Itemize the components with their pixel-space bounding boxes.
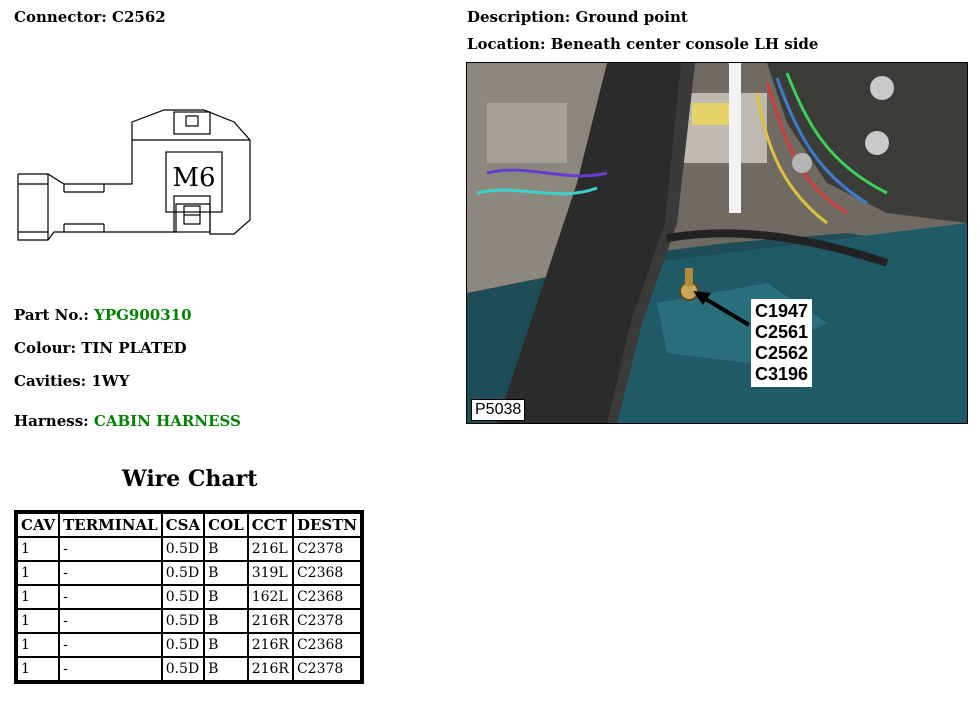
table-cell: B <box>205 586 247 608</box>
table-cell: 0.5D <box>162 610 204 632</box>
table-cell: B <box>205 538 247 560</box>
table-cell: - <box>60 562 161 584</box>
table-cell: - <box>60 586 161 608</box>
table-cell: 0.5D <box>162 634 204 656</box>
location-label: Location: <box>467 35 546 53</box>
photo-illustration <box>467 63 967 423</box>
table-cell: 1 <box>18 586 59 608</box>
table-cell: 216R <box>248 610 292 632</box>
harness-label: Harness: <box>14 412 89 430</box>
table-cell: 216R <box>248 634 292 656</box>
colour-row: Colour: TIN PLATED <box>14 339 187 357</box>
callout-label: C2562 <box>755 343 809 363</box>
table-cell: - <box>60 610 161 632</box>
table-cell: 1 <box>18 538 59 560</box>
part-number-row: Part No.: YPG900310 <box>14 306 192 324</box>
connector-value: C2562 <box>112 8 166 26</box>
table-cell: C2378 <box>293 610 361 632</box>
column-header: CSA <box>162 514 204 536</box>
harness-row: Harness: CABIN HARNESS <box>14 412 241 430</box>
location-row: Location: Beneath center console LH side <box>467 35 818 53</box>
connector-heading: Connector: C2562 <box>14 8 166 26</box>
location-photo: C1947 C2561 C2562 C3196 P5038 <box>466 62 968 424</box>
callout-box: C1947 C2561 C2562 C3196 <box>751 299 813 387</box>
description-row: Description: Ground point <box>467 8 688 26</box>
column-header: COL <box>205 514 247 536</box>
colour-value: TIN PLATED <box>81 339 187 357</box>
table-cell: C2378 <box>293 538 361 560</box>
harness-link[interactable]: CABIN HARNESS <box>93 412 241 430</box>
callout-label: C1947 <box>755 301 809 321</box>
table-cell: 0.5D <box>162 538 204 560</box>
column-header: CCT <box>248 514 292 536</box>
column-header: CAV <box>18 514 59 536</box>
table-cell: 0.5D <box>162 562 204 584</box>
table-cell: B <box>205 634 247 656</box>
description-value: Ground point <box>575 8 688 26</box>
column-header: TERMINAL <box>60 514 161 536</box>
table-cell: B <box>205 562 247 584</box>
location-value: Beneath center console LH side <box>550 35 819 53</box>
table-cell: C2368 <box>293 586 361 608</box>
table-cell: 162L <box>248 586 292 608</box>
cavities-row: Cavities: 1WY <box>14 372 129 390</box>
table-cell: - <box>60 634 161 656</box>
table-cell: - <box>60 658 161 680</box>
table-cell: 1 <box>18 610 59 632</box>
table-cell: 1 <box>18 658 59 680</box>
table-cell: B <box>205 610 247 632</box>
cavities-value: 1WY <box>91 372 130 390</box>
part-number-label: Part No.: <box>14 306 89 324</box>
table-cell: - <box>60 538 161 560</box>
connector-label: Connector: <box>14 8 107 26</box>
table-header-row: CAV TERMINAL CSA COL CCT DESTN <box>18 514 361 536</box>
table-cell: 0.5D <box>162 586 204 608</box>
table-cell: C2368 <box>293 562 361 584</box>
table-cell: 216R <box>248 658 292 680</box>
cavities-label: Cavities: <box>14 372 87 390</box>
table-cell: B <box>205 658 247 680</box>
connector-drawing-label: M6 <box>172 163 215 193</box>
connector-drawing: M6 <box>17 109 251 241</box>
photo-id-label: P5038 <box>471 399 526 421</box>
table-cell: 216L <box>248 538 292 560</box>
column-header: DESTN <box>293 514 361 536</box>
description-label: Description: <box>467 8 571 26</box>
table-cell: 319L <box>248 562 292 584</box>
table-cell: C2378 <box>293 658 361 680</box>
callout-label: C2561 <box>755 322 809 342</box>
callout-label: C3196 <box>755 364 809 384</box>
table-cell: 0.5D <box>162 658 204 680</box>
table-cell: 1 <box>18 634 59 656</box>
colour-label: Colour: <box>14 339 76 357</box>
wire-chart-title: Wire Chart <box>122 466 258 492</box>
part-number-link[interactable]: YPG900310 <box>94 306 192 324</box>
table-cell: 1 <box>18 562 59 584</box>
table-cell: C2368 <box>293 634 361 656</box>
